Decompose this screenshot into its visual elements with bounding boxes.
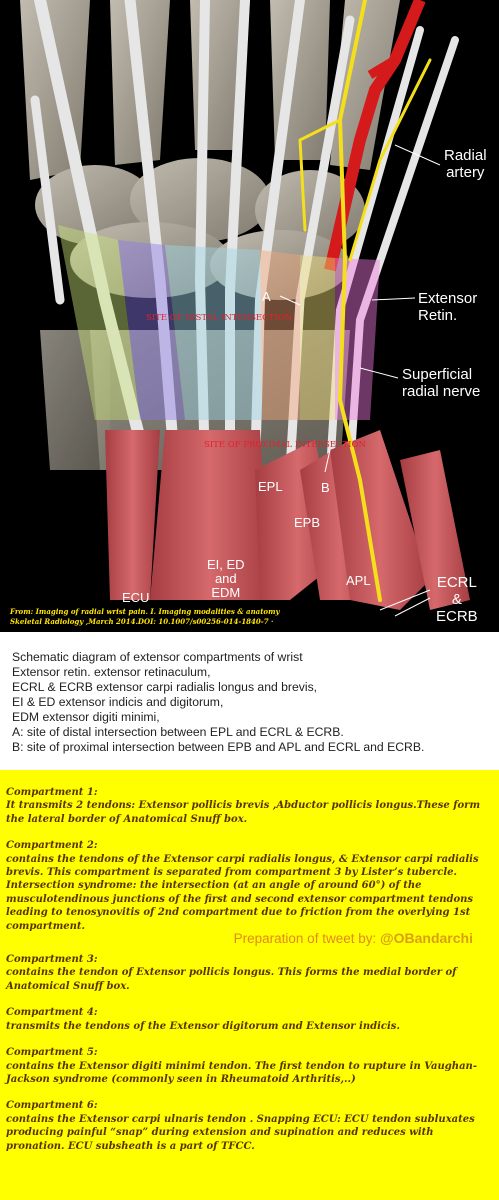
- label-ei-ed-edm: EI, ED and EDM: [207, 557, 245, 600]
- compartment-5: Compartment 5: contains the Extensor dig…: [6, 1046, 493, 1086]
- tweet-handle[interactable]: @OBandarchi: [379, 930, 473, 946]
- extensor-retinaculum: [58, 225, 380, 420]
- caption-line: B: site of proximal intersection between…: [12, 740, 425, 754]
- compartment-title: Compartment 5:: [6, 1047, 98, 1059]
- caption-line: ECRL & ECRB extensor carpi radialis long…: [12, 680, 318, 694]
- compartment-2: Compartment 2: contains the tendons of t…: [6, 839, 493, 933]
- compartment-title: Compartment 3:: [6, 954, 98, 966]
- label-site-distal: SITE OF DISTAL INTERSECTION: [146, 313, 293, 323]
- compartment-text: contains the Extensor digiti minimi tend…: [6, 1060, 477, 1085]
- caption-line: A: site of distal intersection between E…: [12, 725, 344, 739]
- compartment-text: contains the tendons of the Extensor car…: [6, 853, 479, 932]
- compartment-3: Compartment 3: contains the tendon of Ex…: [6, 953, 493, 993]
- label-extensor-retin: Extensor Retin.: [418, 290, 478, 324]
- superficial-radial-nerve: [298, 0, 432, 602]
- caption-box: Schematic diagram of extensor compartmen…: [0, 632, 499, 770]
- tweet-credit: Preparation of tweet by: @OBandarchi: [234, 930, 473, 946]
- compartment-1: Compartment 1: It transmits 2 tendons: E…: [6, 786, 493, 826]
- caption-line: EI & ED extensor indicis and digitorum,: [12, 695, 224, 709]
- muscles: [105, 430, 470, 610]
- tendons: [30, 0, 459, 476]
- label-epb: EPB: [294, 515, 321, 530]
- compartment-6: Compartment 6: contains the Extensor car…: [6, 1099, 493, 1153]
- compartment-title: Compartment 1:: [6, 787, 98, 798]
- label-epl: EPL: [258, 479, 283, 494]
- label-ecrl-ecrb: ECRL & ECRB: [436, 574, 478, 625]
- compartment-notes: Compartment 1: It transmits 2 tendons: E…: [0, 770, 499, 1200]
- wrist-anatomy-illustration: Radial artery Extensor Retin. Superficia…: [10, 0, 487, 626]
- radial-artery-vessel: [324, 0, 426, 272]
- compartment-text: contains the Extensor carpi ulnaris tend…: [6, 1113, 475, 1152]
- caption-line: EDM extensor digiti minimi,: [12, 710, 160, 724]
- compartment-title: Compartment 2:: [6, 840, 98, 852]
- tweet-prefix: Preparation of tweet by:: [233, 931, 380, 946]
- label-site-proximal: SITE OF PROXIMAL INTERSECTION: [204, 440, 366, 450]
- compartment-title: Compartment 4:: [6, 1007, 98, 1019]
- label-a: A: [262, 289, 271, 304]
- label-apl: APL: [346, 573, 371, 588]
- caption-line: Extensor retin. extensor retinaculum,: [12, 665, 211, 679]
- compartment-text: contains the tendon of Extensor pollicis…: [6, 967, 457, 992]
- label-ecu: ECU: [122, 590, 150, 605]
- caption-line: Schematic diagram of extensor compartmen…: [12, 650, 303, 664]
- pointer-lines: [279, 144, 441, 617]
- anatomy-drawing: [20, 0, 470, 617]
- label-superficial-radial-nerve: Superficial radial nerve: [402, 366, 481, 400]
- compartment-title: Compartment 6:: [6, 1100, 98, 1112]
- label-radial-artery: Radial artery: [444, 147, 487, 181]
- citation-line-1: From: Imaging of radial wrist pain. I. I…: [10, 607, 280, 616]
- compartment-text: It transmits 2 tendons: Extensor pollici…: [6, 800, 481, 825]
- compartment-4: Compartment 4: transmits the tendons of …: [6, 1006, 493, 1033]
- label-b: B: [321, 480, 330, 495]
- compartment-text: transmits the tendons of the Extensor di…: [6, 1020, 400, 1032]
- citation-line-2: Skeletal Radiology ,March 2014.DOI: 10.1…: [10, 617, 274, 626]
